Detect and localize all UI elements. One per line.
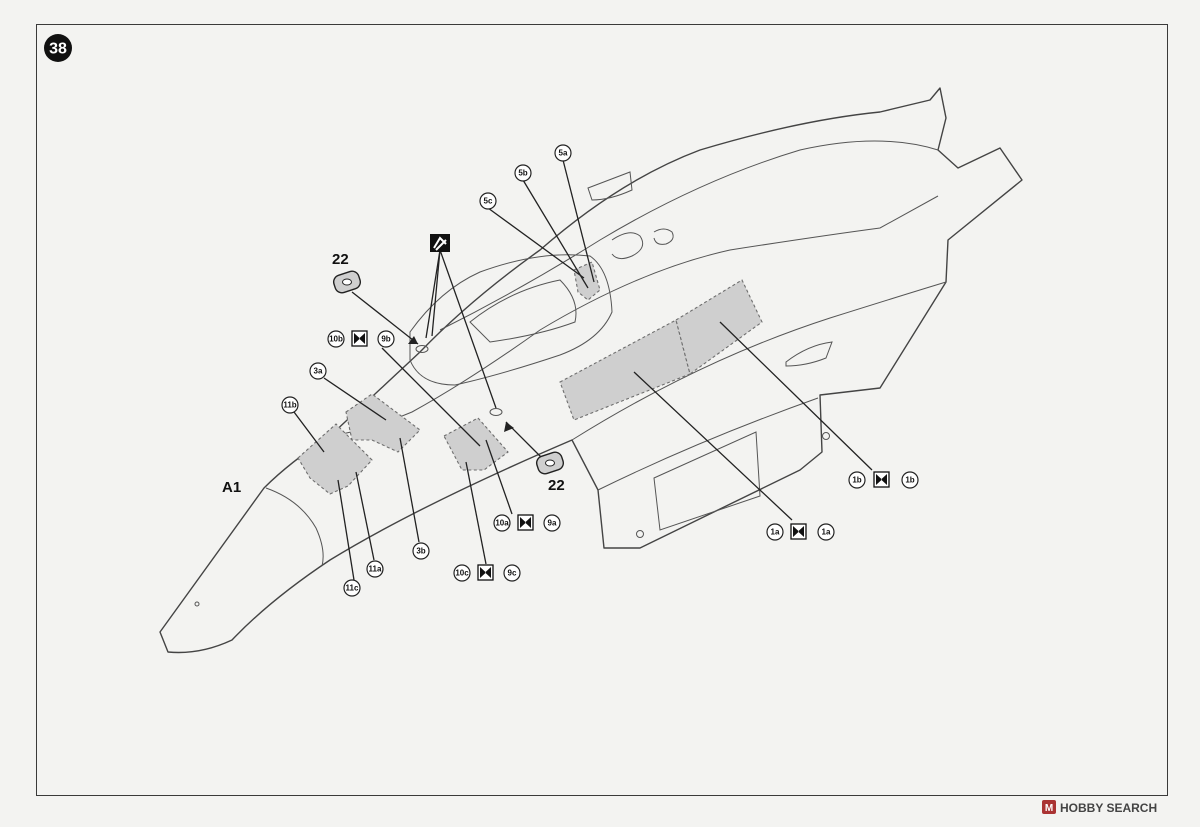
decal-number: 11a — [369, 565, 382, 574]
decal-number: 9c — [508, 569, 517, 578]
decal-number: 11c — [346, 584, 359, 593]
decal-callout-9c: 9c — [503, 564, 521, 582]
decal-callout-9a: 9a — [543, 514, 561, 532]
decal-1a-area — [559, 319, 691, 421]
mirror-icon — [517, 514, 534, 531]
decal-callout-1b-right: 1b — [901, 471, 919, 489]
decal-callout-11c: 11c — [343, 579, 361, 597]
decal-callout-10a: 10a — [493, 514, 511, 532]
decal-number: 1b — [905, 476, 914, 485]
pin-label-22-right: 22 — [548, 477, 565, 494]
decal-callout-5c: 5c — [479, 192, 497, 210]
decal-number: 10a — [495, 519, 509, 528]
decal-5-area — [573, 261, 601, 301]
decal-callout-1a-right: 1a — [817, 523, 835, 541]
pin-part-22-right: 22 — [535, 451, 565, 494]
decal-number: 9b — [381, 335, 390, 344]
decal-number: 5a — [559, 149, 568, 158]
decal-callout-11b: 11b — [281, 396, 299, 414]
decal-number: 11b — [283, 401, 296, 410]
decal-number: 1b — [852, 476, 861, 485]
decal-callout-1a-left: 1a — [766, 523, 784, 541]
decal-number: 10c — [455, 569, 469, 578]
pin-label-22-left: 22 — [332, 251, 349, 268]
step-badge: 38 — [44, 34, 72, 62]
glue-icon — [430, 234, 450, 252]
decal-number: 5b — [518, 169, 527, 178]
mirror-icon — [790, 523, 807, 540]
leader-lines — [293, 159, 873, 581]
decal-callout-10b: 10b — [327, 330, 345, 348]
decal-3-area — [345, 393, 421, 453]
decal-callout-3a: 3a — [309, 362, 327, 380]
diagram-frame — [36, 24, 1168, 796]
decal-callout-3b: 3b — [412, 542, 430, 560]
decal-callout-5b: 5b — [514, 164, 532, 182]
pin-part-22-left: 22 — [332, 251, 362, 294]
decal-number: 10b — [329, 335, 343, 344]
decal-callout-10c: 10c — [453, 564, 471, 582]
decal-number: 9a — [548, 519, 557, 528]
decal-number: 3a — [314, 367, 323, 376]
watermark: M HOBBY SEARCH — [1042, 800, 1157, 815]
decal-callout-9b: 9b — [377, 330, 395, 348]
decal-areas — [297, 261, 763, 495]
svg-text:M: M — [1045, 803, 1053, 814]
decal-1b-area — [675, 279, 763, 375]
body-cowl-outline — [159, 87, 1023, 654]
mirror-icon — [351, 330, 368, 347]
decal-9-10-area — [443, 417, 509, 471]
decal-number: 3b — [416, 547, 425, 556]
decal-number: 5c — [484, 197, 493, 206]
decal-callout-11a: 11a — [366, 560, 384, 578]
decal-number: 1a — [822, 528, 831, 537]
step-number: 38 — [49, 41, 67, 58]
decal-number: 1a — [771, 528, 780, 537]
part-label-a1: A1 — [222, 479, 241, 496]
mirror-icon — [873, 471, 890, 488]
mirror-icon — [477, 564, 494, 581]
decal-callout-5a: 5a — [554, 144, 572, 162]
watermark-text: HOBBY SEARCH — [1060, 801, 1157, 815]
decal-callout-1b-left: 1b — [848, 471, 866, 489]
